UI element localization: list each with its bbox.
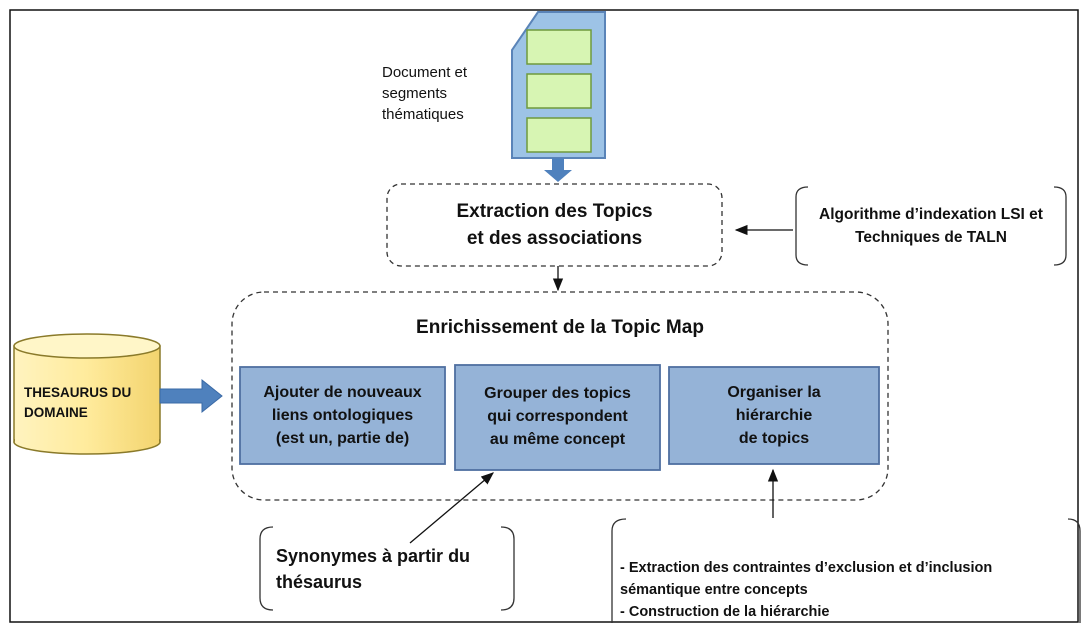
segment-3 xyxy=(526,117,592,153)
extraction-box xyxy=(386,183,723,267)
box-organise-hierarchy-label: Organiser la hiérarchie de topics xyxy=(669,381,879,450)
algorithm-line-2: Techniques de TALN xyxy=(855,229,1007,246)
algorithm-label: Algorithme d’indexation LSI et Technique… xyxy=(796,203,1066,249)
arrow-synonymes xyxy=(409,472,494,544)
extraction-line-1: Extraction des Topics xyxy=(456,201,653,222)
box-line: au même concept xyxy=(489,431,626,448)
document-arrow xyxy=(544,158,572,182)
segment-1 xyxy=(526,29,592,65)
outer-frame xyxy=(9,9,1079,623)
thesaurus-line-1: THESAURUS DU xyxy=(24,385,132,400)
box-group-topics xyxy=(454,364,661,471)
constraints-label: - Extraction des contraintes d’exclusion… xyxy=(620,557,1080,623)
box-line: hiérarchie xyxy=(735,407,813,424)
algorithm-bracket-left xyxy=(795,186,809,266)
algorithm-bracket-right xyxy=(1053,186,1067,266)
thesaurus-label: THESAURUS DU DOMAINE xyxy=(24,383,164,423)
box-line: qui correspondent xyxy=(487,408,628,425)
box-line: Organiser la xyxy=(727,384,821,401)
algorithm-line-1: Algorithme d’indexation LSI et xyxy=(819,206,1043,223)
constraints-line-3: - Construction de la hiérarchie xyxy=(620,604,830,620)
segment-2 xyxy=(526,73,592,109)
extraction-label: Extraction des Topics et des association… xyxy=(387,198,722,252)
synonymes-bracket-left xyxy=(259,526,274,611)
constraints-bracket-left xyxy=(611,518,627,623)
synonymes-bracket-right xyxy=(500,526,515,611)
synonymes-label: Synonymes à partir du thésaurus xyxy=(276,543,516,595)
document-label-line: thématiques xyxy=(382,106,464,123)
thesaurus-arrow xyxy=(159,378,223,414)
box-add-links-label: Ajouter de nouveaux liens ontologiques (… xyxy=(240,381,445,450)
synonymes-line-2: thésaurus xyxy=(276,572,363,592)
box-line: de topics xyxy=(738,430,810,447)
constraints-bracket-right xyxy=(1067,518,1081,623)
enrichment-title: Enrichissement de la Topic Map xyxy=(416,317,704,338)
box-line: Grouper des topics xyxy=(484,385,631,402)
extraction-line-2: et des associations xyxy=(466,228,643,249)
box-line: (est un, partie de) xyxy=(275,430,410,447)
synonymes-line-1: Synonymes à partir du xyxy=(276,546,471,566)
box-add-links xyxy=(239,366,446,465)
document-label-line: segments xyxy=(382,85,448,102)
box-line: Ajouter de nouveaux xyxy=(263,384,422,401)
document-label-line: Document et xyxy=(382,64,468,81)
box-group-topics-label: Grouper des topics qui correspondent au … xyxy=(455,382,660,451)
constraints-line-2: sémantique entre concepts xyxy=(620,582,808,598)
box-line: liens ontologiques xyxy=(271,407,414,424)
enrichment-box xyxy=(231,291,889,501)
box-organise-hierarchy xyxy=(668,366,880,465)
constraints-line-1: - Extraction des contraintes d’exclusion… xyxy=(620,560,993,576)
document-label: Document et segments thématiques xyxy=(382,62,502,125)
thesaurus-line-2: DOMAINE xyxy=(24,405,88,420)
thesaurus-cylinder-top xyxy=(13,333,161,359)
